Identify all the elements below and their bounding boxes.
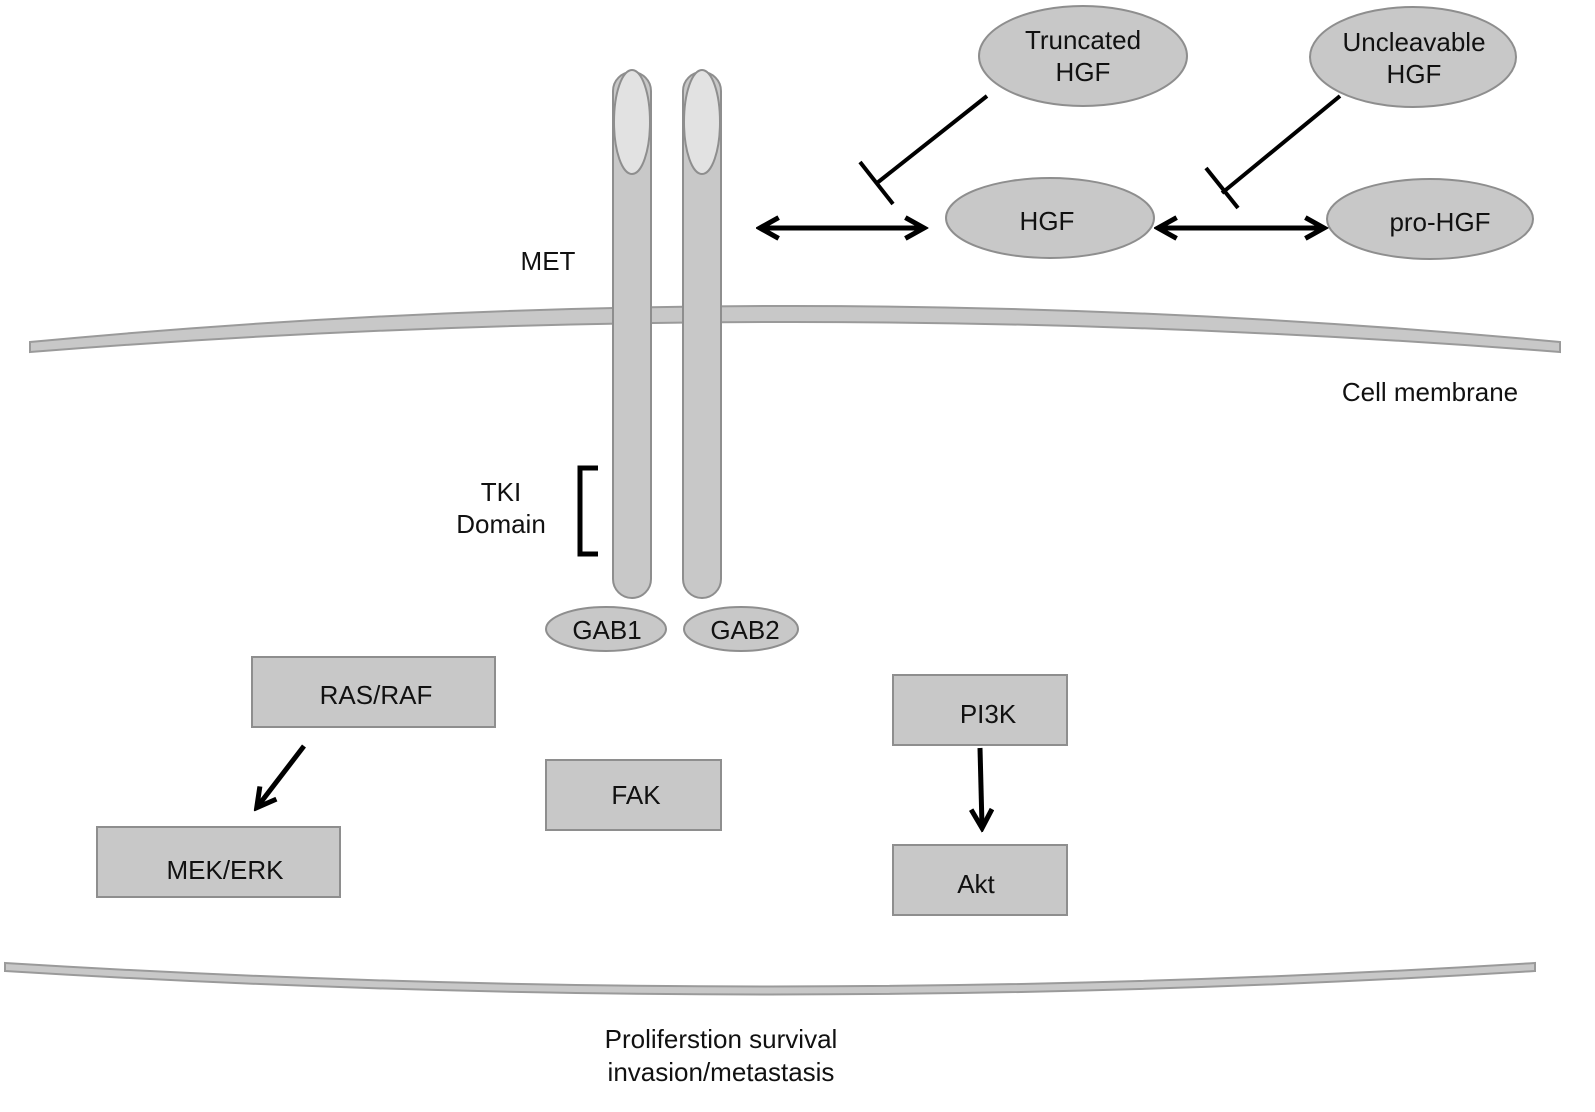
- fak-node: [545, 759, 722, 831]
- met-chain-right-cap: [683, 69, 721, 175]
- truncated-hgf-label-line2: HGF: [1056, 57, 1111, 87]
- fak-label: FAK: [611, 780, 661, 810]
- tki-label-line2: Domain: [456, 509, 546, 539]
- outcome-label-line2: invasion/metastasis: [608, 1057, 835, 1087]
- gab1-node: [545, 606, 667, 652]
- pi3k-label: PI3K: [960, 699, 1017, 729]
- uncleavable-hgf-label-line2: HGF: [1387, 59, 1442, 89]
- gab2-label: GAB2: [710, 615, 779, 645]
- ras-raf-node: [251, 656, 496, 728]
- pi3k-to-akt-arrow: [980, 747, 982, 826]
- met-chain-left-cap: [613, 69, 651, 175]
- hgf-label: HGF: [1020, 206, 1075, 236]
- mek-erk-label: MEK/ERK: [166, 855, 284, 885]
- met-receptor: [612, 69, 722, 599]
- tki-domain-bracket: [577, 465, 598, 557]
- gab1-label: GAB1: [572, 615, 641, 645]
- uncleavable-hgf-node: [1309, 6, 1517, 108]
- uncleavable-hgf-label-line1: Uncleavable: [1342, 27, 1485, 57]
- pi3k-node: [892, 674, 1068, 746]
- ras-raf-label: RAS/RAF: [320, 680, 433, 710]
- ras-raf-to-mek-erk-arrow: [258, 744, 306, 806]
- akt-label: Akt: [957, 869, 995, 899]
- uncleavable-hgf-inhibition: [1204, 94, 1342, 210]
- bottom-membrane: [4, 961, 1536, 996]
- tki-label-line1: TKI: [481, 477, 521, 507]
- mek-erk-node: [96, 826, 341, 898]
- top-cell-membrane: [29, 305, 1561, 354]
- outcome-label-line1: Proliferstion survival: [605, 1024, 838, 1054]
- pro-hgf-label: pro-HGF: [1389, 207, 1490, 237]
- cell-membrane-label: Cell membrane: [1342, 377, 1518, 407]
- truncated-hgf-label-line1: Truncated: [1025, 25, 1141, 55]
- gab2-node: [683, 606, 799, 652]
- met-label: MET: [521, 246, 576, 276]
- truncated-hgf-inhibition: [858, 94, 989, 206]
- truncated-hgf-node: [978, 5, 1188, 107]
- akt-node: [892, 844, 1068, 916]
